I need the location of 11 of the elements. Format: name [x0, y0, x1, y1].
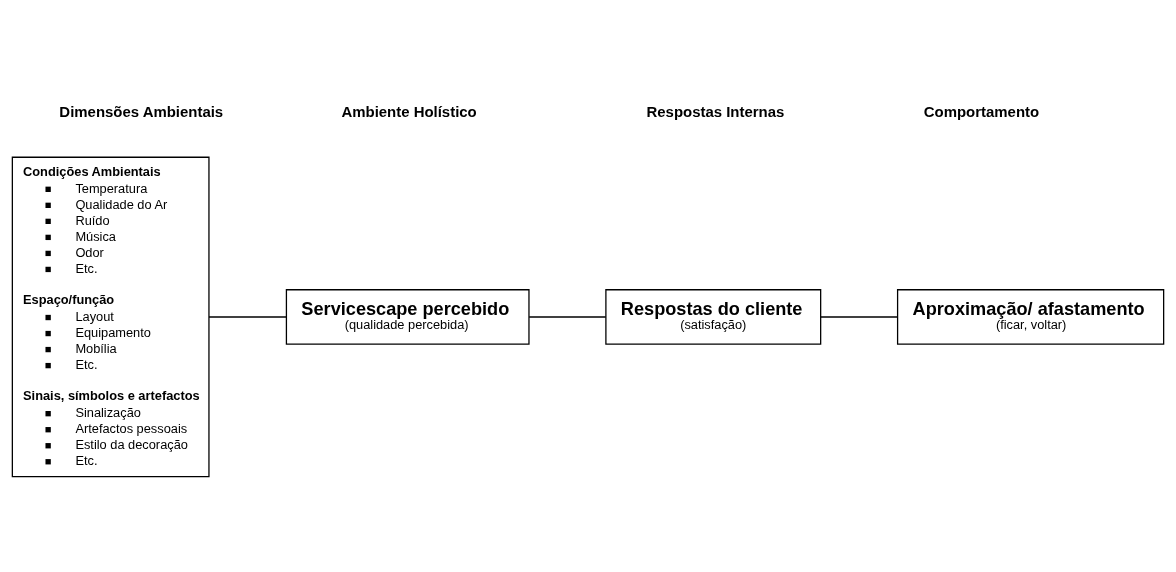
- label: Respostas Internas: [646, 103, 785, 121]
- connector: [820, 316, 899, 318]
- node-box: Servicescape percebido (qualidade percebida): [285, 289, 530, 345]
- label: Comportamento: [923, 103, 1040, 121]
- label: Dimensões Ambientais: [59, 103, 224, 121]
- label: Ambiente Holístico: [341, 103, 477, 121]
- node-box: Condições Ambientais Temperatura Qualidade do Ar Ruído Música Odor Etc. Espaço/função Layout Equipamento Mobília Etc. Sinais, símbolos e artefactos Sinalização Artefactos pessoais Estilo da decoração Etc.: [11, 156, 210, 478]
- connector: [208, 316, 287, 318]
- node-box: Aproximação/ afastamento (ficar, voltar): [896, 289, 1165, 345]
- node-box: Respostas do cliente (satisfação): [605, 289, 822, 345]
- connector: [528, 316, 607, 318]
